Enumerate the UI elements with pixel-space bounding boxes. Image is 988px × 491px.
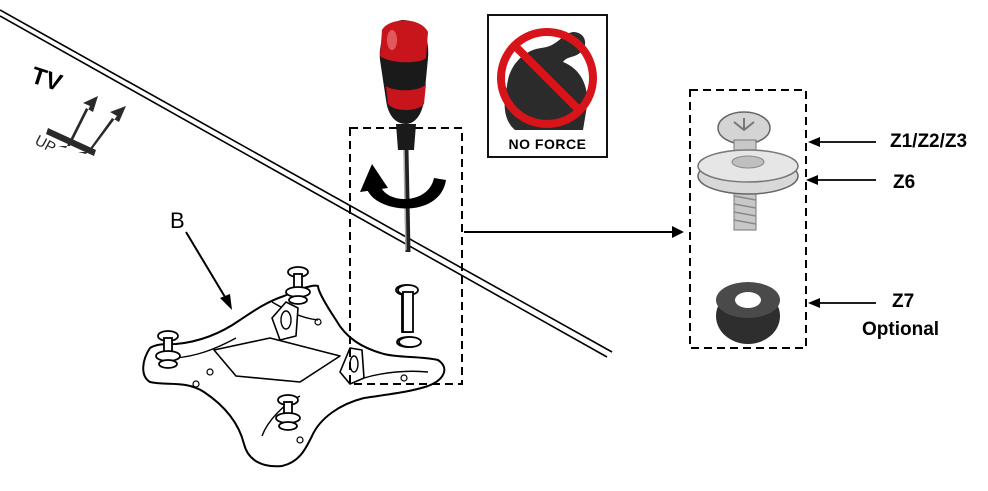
label-z6: Z6: [893, 172, 916, 193]
ring-z7-icon: [716, 282, 780, 344]
bracket-pointer-arrow: [185, 231, 232, 310]
bracket-b: [142, 284, 446, 468]
screwdriver-icon: [379, 20, 429, 253]
tv-edge-line: [0, 9, 613, 358]
label-z1-z2-z3: Z1/Z2/Z3: [890, 131, 968, 152]
label-arrows: [806, 137, 876, 308]
washer-z6-icon: [697, 149, 799, 195]
bracket-screw-left: [155, 330, 181, 369]
rotate-arrow-icon: [360, 164, 446, 209]
bracket-screw-bottom: [275, 394, 301, 431]
tv-up-arrows-icon: [46, 96, 126, 156]
no-force-sign: NO FORCE: [487, 14, 608, 158]
screw-detail-left: [397, 284, 422, 348]
no-force-text: NO FORCE: [508, 136, 587, 152]
detail-connector-arrow: [464, 226, 684, 238]
label-optional: Optional: [862, 319, 940, 340]
bracket-label: B: [170, 208, 185, 233]
detail-box-right: [689, 89, 807, 349]
no-force-icon: [497, 28, 597, 130]
bracket-screw-top: [285, 266, 311, 305]
label-z7: Z7: [892, 291, 915, 312]
